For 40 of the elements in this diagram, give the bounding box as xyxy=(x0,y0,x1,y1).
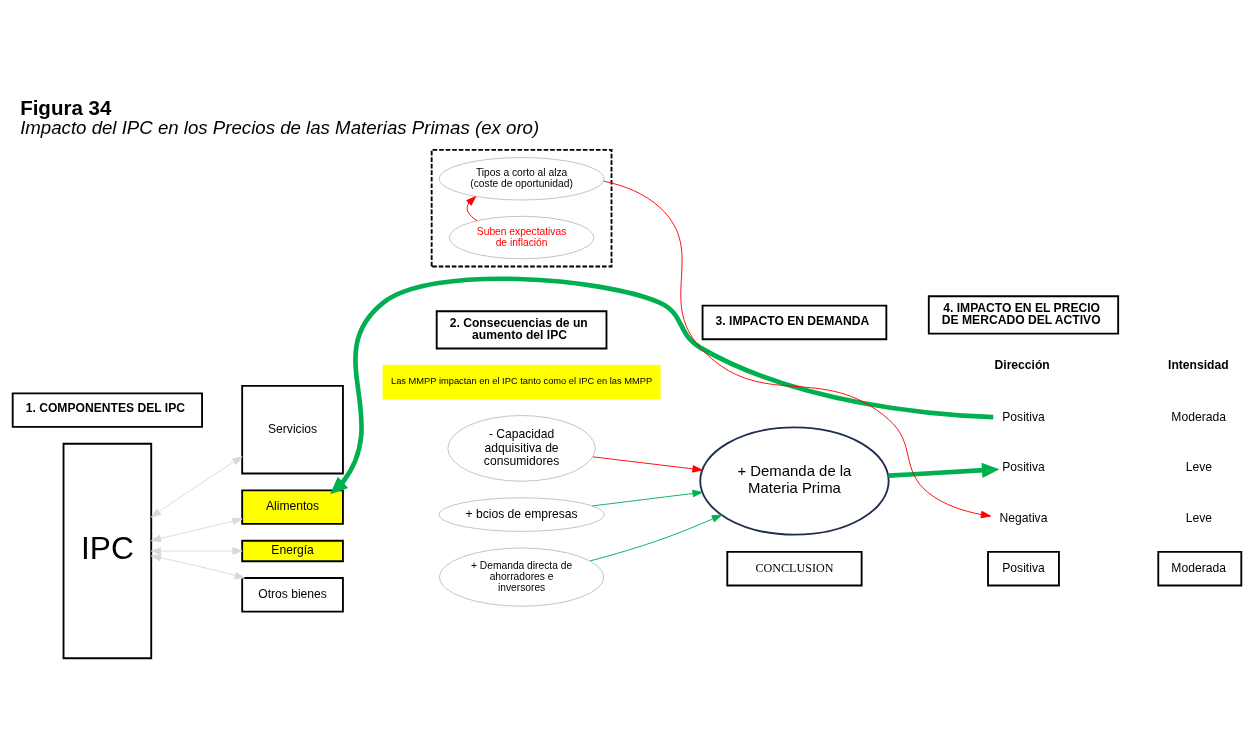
cluster xyxy=(430,148,613,267)
arrow xyxy=(888,462,1000,478)
node-ellipse: Tipos a corto al alza (coste de oportunidad) xyxy=(438,156,605,200)
node-ellipse: + Demanda de la Materia Prima xyxy=(699,425,890,536)
arrow xyxy=(466,195,478,221)
node-text: Negativa xyxy=(999,510,1048,525)
node-ellipse: Suben expectativas de inflación xyxy=(448,215,595,259)
label: 3. IMPACTO EN DEMANDA xyxy=(715,313,870,328)
arrow xyxy=(589,514,723,561)
node-box: Alimentos xyxy=(241,488,344,525)
arrow xyxy=(150,517,243,542)
arrow xyxy=(592,455,703,473)
arrow xyxy=(150,546,243,555)
node-box: CONCLUSION xyxy=(726,550,863,586)
label: 4. IMPACTO EN EL PRECIO DE MERCADO DEL ACTIVO xyxy=(941,300,1101,327)
label: Moderada xyxy=(1171,409,1226,424)
label: Leve xyxy=(1185,459,1213,474)
node-box: Energía xyxy=(241,539,344,562)
node-ellipse: + Demanda directa de ahorradores e inversores xyxy=(439,547,604,607)
label: 2. Consecuencias de un aumento del IPC xyxy=(449,315,588,342)
node-ellipse: + bcios de empresas xyxy=(438,496,605,532)
arrow xyxy=(330,276,994,494)
arrow xyxy=(603,180,992,518)
arrow xyxy=(150,553,245,579)
label: 1. COMPONENTES DEL IPC xyxy=(25,400,185,415)
arrow xyxy=(150,455,243,518)
diagram-title: Figura 34 xyxy=(20,95,112,119)
node-box: IPC xyxy=(62,442,153,659)
label: Positiva xyxy=(1002,560,1045,575)
node-text: Positiva xyxy=(1002,409,1045,424)
node-ellipse: - Capacidad adquisitiva de consumidores xyxy=(447,414,596,482)
node-box: Las MMPP impactan en el IPC tanto como el IPC en las MMPP xyxy=(382,364,661,399)
label: Moderada xyxy=(1171,560,1226,575)
node-box: Servicios xyxy=(241,384,344,474)
label: Intensidad xyxy=(1168,357,1229,372)
label: Dirección xyxy=(994,357,1050,372)
label: Leve xyxy=(1185,510,1213,525)
node-box: Otros bienes xyxy=(241,576,344,613)
node-text: Positiva xyxy=(1002,459,1045,474)
arrow xyxy=(591,489,703,506)
